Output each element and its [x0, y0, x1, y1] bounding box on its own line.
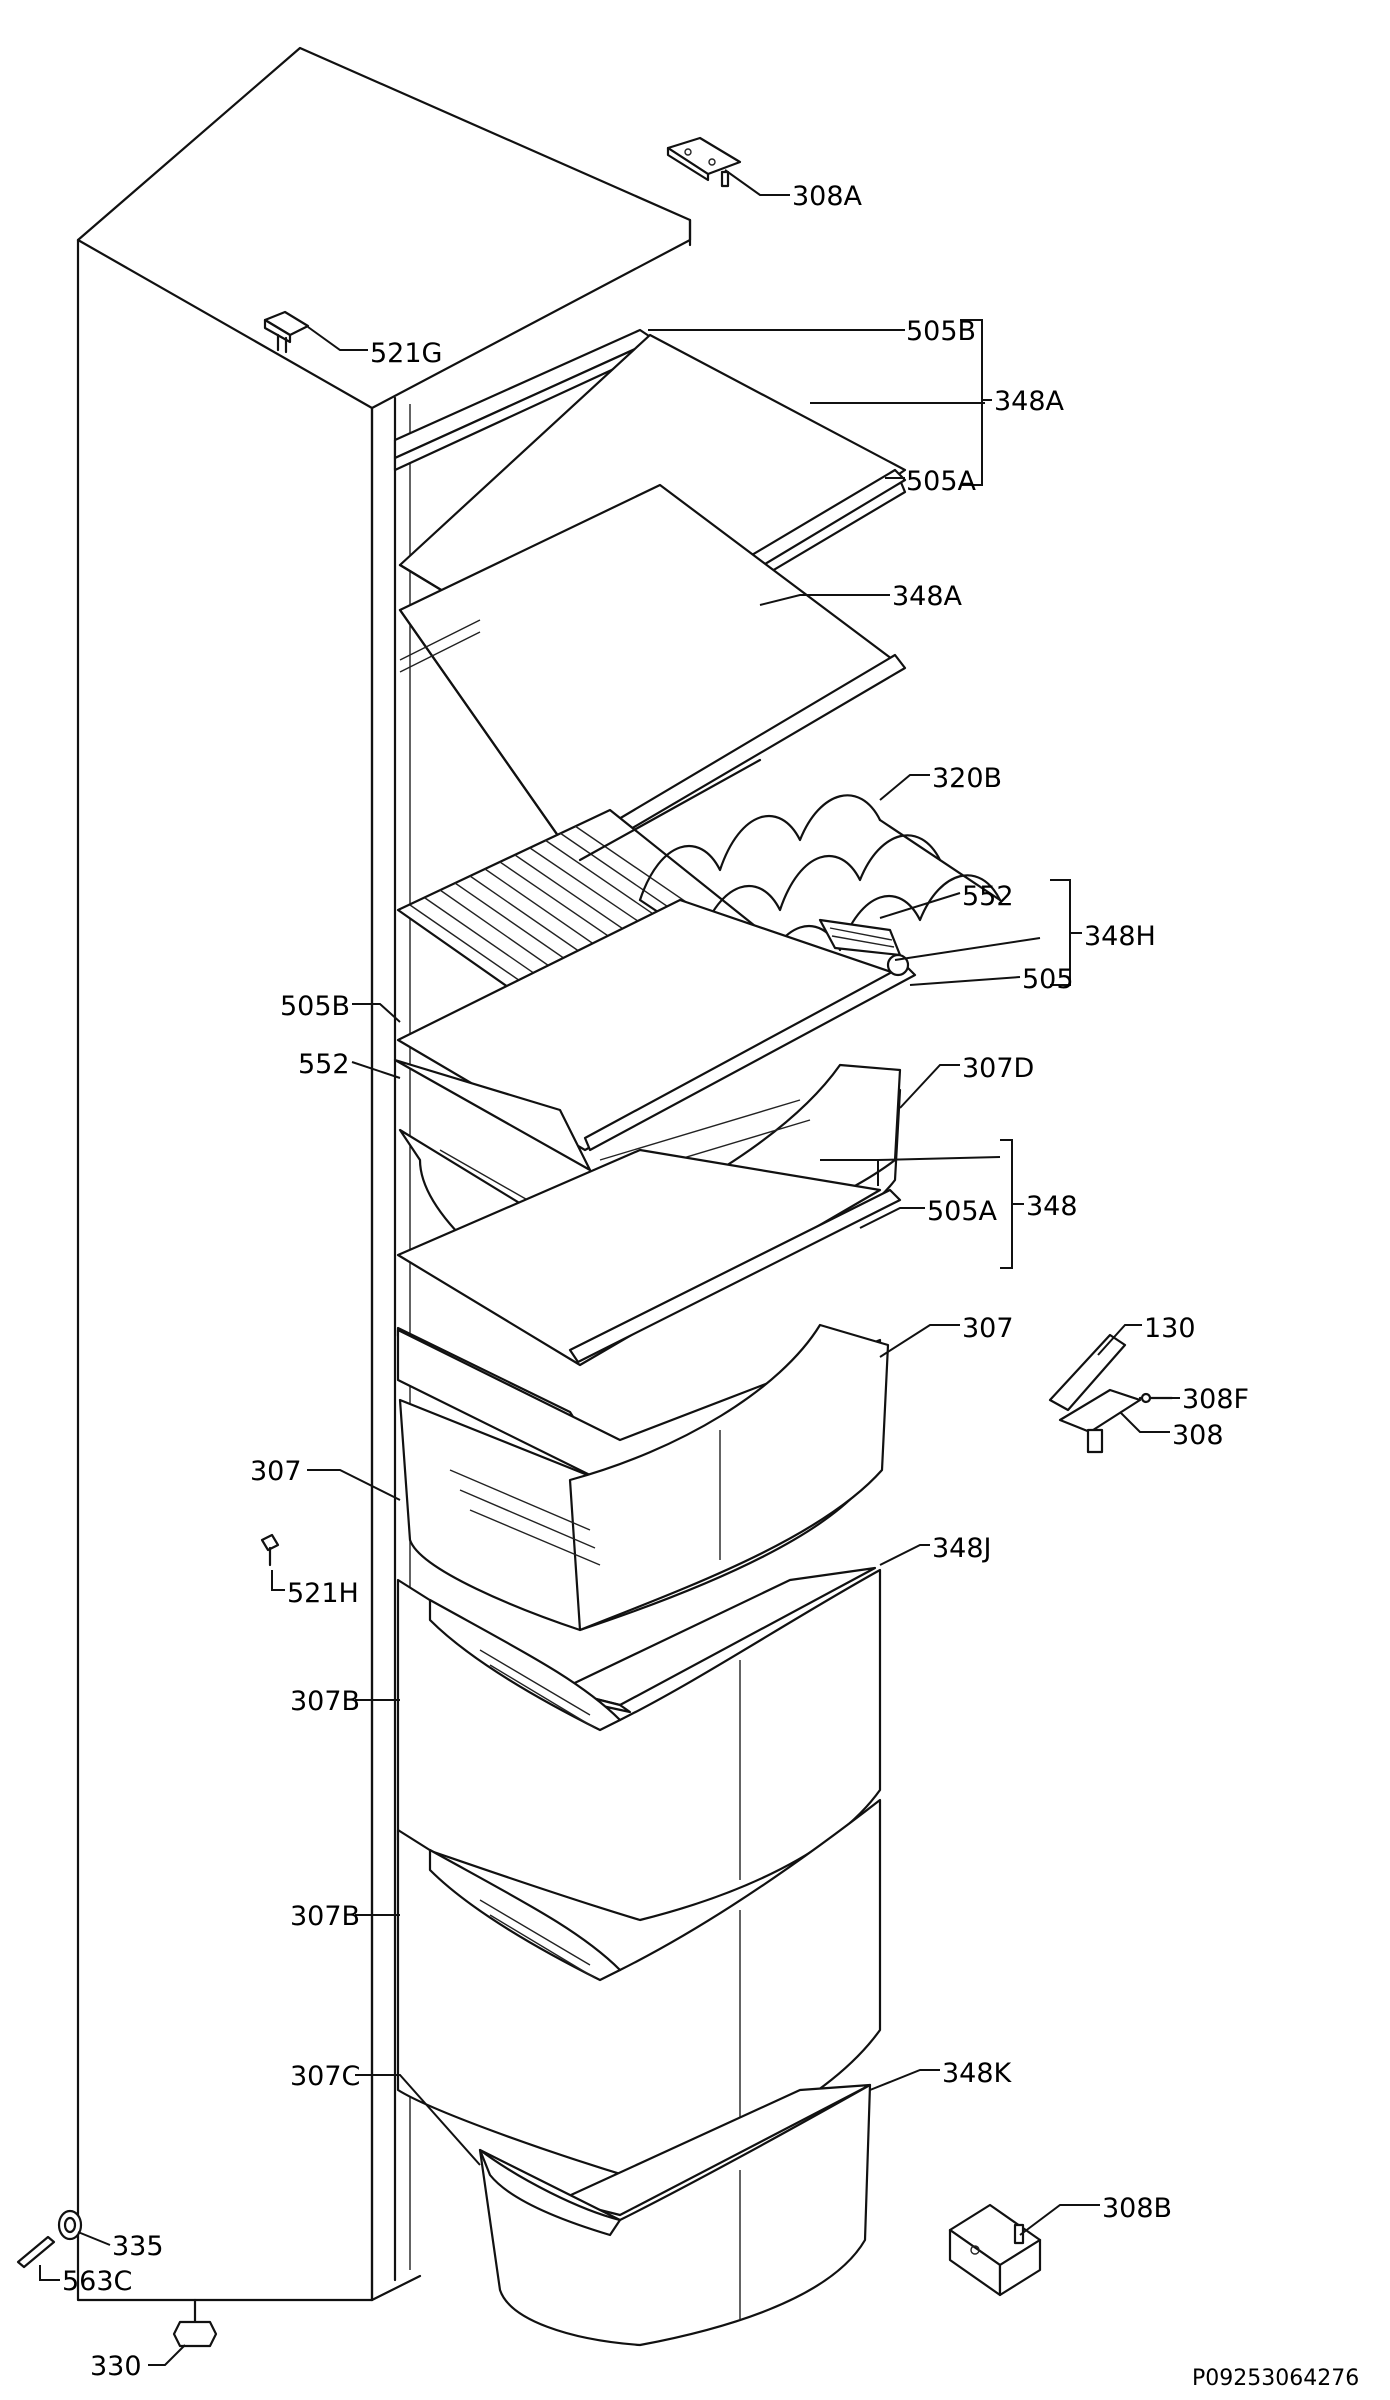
- label-130: 130: [1144, 1313, 1196, 1344]
- adjustable-foot-330: [172, 2298, 218, 2348]
- label-307-right: 307: [962, 1313, 1014, 1344]
- screw-521h: [260, 1533, 280, 1567]
- foot-335: [57, 2209, 83, 2241]
- label-348: 348: [1026, 1191, 1078, 1222]
- label-505a-top: 505A: [906, 466, 977, 497]
- label-521g: 521G: [370, 338, 442, 369]
- pin-563c: [16, 2235, 56, 2269]
- freezer-drawer-307b-lower: [396, 1798, 882, 2182]
- label-330: 330: [90, 2351, 142, 2382]
- label-563c: 563C: [62, 2266, 132, 2297]
- clip-521g: [263, 310, 310, 354]
- label-505: 505: [1022, 964, 1074, 995]
- label-348a-group: 348A: [994, 386, 1065, 417]
- label-307d: 307D: [962, 1053, 1034, 1084]
- label-521h: 521H: [287, 1578, 359, 1609]
- hinge-bracket-308a: [666, 136, 742, 188]
- label-308b: 308B: [1102, 2193, 1172, 2224]
- label-348h: 348H: [1084, 921, 1156, 952]
- drawer-307: [396, 1323, 890, 1632]
- label-552-right: 552: [962, 881, 1014, 912]
- label-348k: 348K: [942, 2058, 1013, 2089]
- label-348a-second: 348A: [892, 581, 963, 612]
- hinge-130-308: [1048, 1333, 1174, 1454]
- freezer-drawer-307b-upper: [396, 1568, 882, 1922]
- freezer-drawer-307c: [478, 2083, 872, 2347]
- label-307b-lower: 307B: [290, 1901, 360, 1932]
- label-348j: 348J: [932, 1533, 992, 1564]
- glass-shelf-348h: [396, 898, 917, 1152]
- label-505a-second: 505A: [927, 1196, 998, 1227]
- label-552-left: 552: [298, 1049, 350, 1080]
- label-320b: 320B: [932, 763, 1002, 794]
- leader-lines: [39, 169, 1180, 2366]
- label-307-left: 307: [250, 1456, 302, 1487]
- glass-shelf-348a-second: [398, 483, 907, 862]
- label-307b-upper: 307B: [290, 1686, 360, 1717]
- label-307c: 307C: [290, 2061, 360, 2092]
- label-505b-top: 505B: [906, 316, 976, 347]
- bracket-308b: [948, 2203, 1042, 2297]
- label-308: 308: [1172, 1420, 1224, 1451]
- callout-labels: 308A 521G 505B 348A 505A 348A 320B 552 3…: [62, 181, 1359, 2391]
- label-308f: 308F: [1182, 1384, 1249, 1415]
- label-335: 335: [112, 2231, 164, 2262]
- label-308a: 308A: [792, 181, 863, 212]
- label-505b-left: 505B: [280, 991, 350, 1022]
- document-id: P09253064276: [1192, 2366, 1359, 2391]
